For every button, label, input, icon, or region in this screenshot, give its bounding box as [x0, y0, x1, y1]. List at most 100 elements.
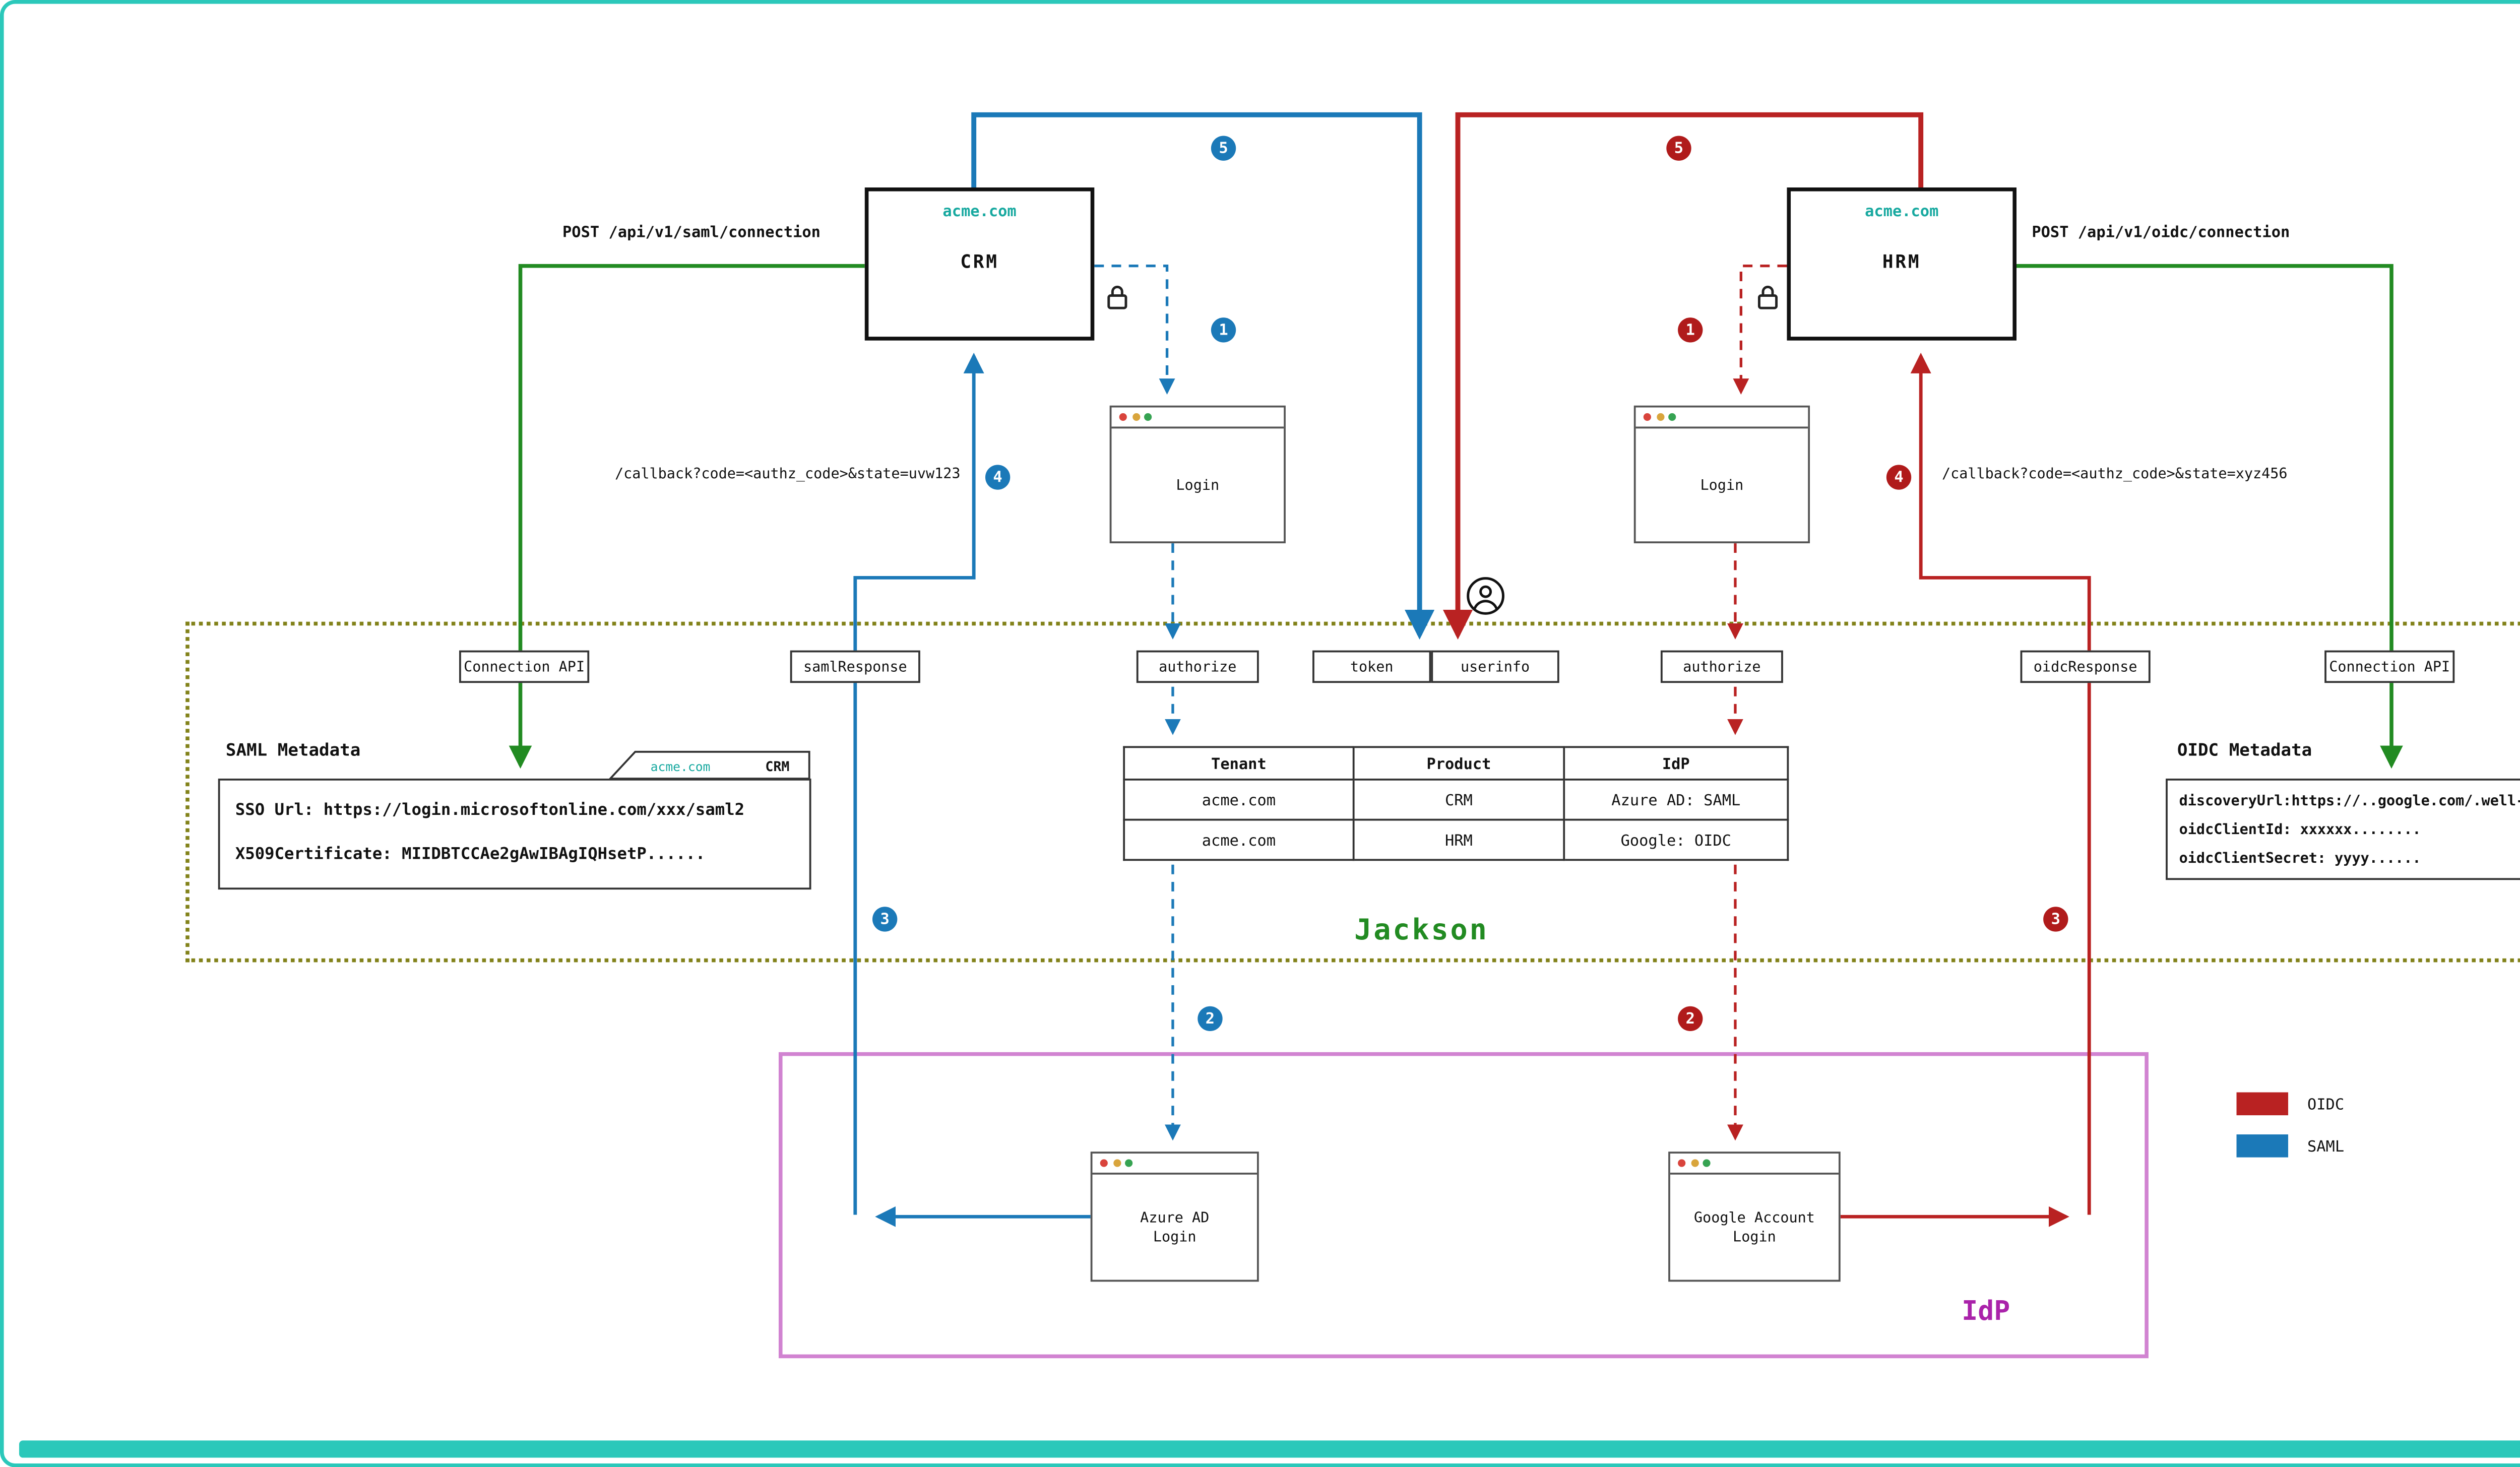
- legend-label: OIDC: [2307, 1095, 2345, 1113]
- saml-step-1-badge: 1: [1211, 317, 1236, 343]
- legend-item-saml: SAML: [2236, 1134, 2345, 1158]
- token-endpoint: token: [1312, 650, 1431, 683]
- maximize-dot-icon: [1125, 1159, 1133, 1167]
- tag-domain: acme.com: [651, 759, 711, 774]
- table-row: acme.com HRM Google: OIDC: [1123, 818, 1789, 861]
- column-header-tenant: Tenant: [1123, 746, 1355, 781]
- login-window-title: Login: [1700, 475, 1744, 493]
- oidc-authorize-dashed: [1727, 264, 1787, 1141]
- oidc-client-id: oidcClientId: xxxxxx........: [2179, 820, 2421, 838]
- google-login-window: Google Account Login: [1668, 1152, 1841, 1282]
- saml-response-endpoint: samlResponse: [790, 650, 920, 683]
- cell-tenant: acme.com: [1123, 778, 1355, 821]
- oidc-step-4-badge: 4: [1886, 465, 1912, 490]
- minimize-dot-icon: [1112, 1159, 1120, 1167]
- userinfo-endpoint: userinfo: [1431, 650, 1559, 683]
- maximize-dot-icon: [1668, 413, 1676, 421]
- saml-x509-cert: X509Certificate: MIIDBTCCAe2gAwIBAgIQHse…: [235, 845, 706, 865]
- lock-icon: [1757, 285, 1778, 309]
- lock-icon: [1107, 285, 1127, 309]
- maximize-dot-icon: [1144, 413, 1152, 421]
- saml-connection-line: [509, 264, 865, 769]
- crm-name: CRM: [960, 252, 999, 274]
- crm-app-box: acme.com CRM: [864, 187, 1095, 341]
- column-header-idp: IdP: [1563, 746, 1789, 781]
- azure-login-title-line1: Azure AD: [1140, 1208, 1210, 1226]
- saml-step-4-badge: 4: [985, 465, 1011, 490]
- saml-metadata-title: SAML Metadata: [225, 742, 361, 761]
- maximize-dot-icon: [1703, 1159, 1711, 1167]
- close-dot-icon: [1100, 1159, 1108, 1167]
- saml-sso-url: SSO Url: https://login.microsoftonline.c…: [235, 801, 745, 821]
- oidc-step-1-badge: 1: [1678, 317, 1703, 343]
- jackson-region-box: [185, 621, 2520, 963]
- jackson-region-label: Jackson: [1354, 912, 1489, 947]
- oidc-client-secret: oidcClientSecret: yyyy......: [2179, 848, 2421, 866]
- legend: OIDC SAML: [2236, 1092, 2345, 1158]
- window-titlebar: [1670, 1153, 1839, 1175]
- oidc-step-3-badge: 3: [2043, 907, 2068, 932]
- minimize-dot-icon: [1690, 1159, 1698, 1167]
- oidc-connection-line: [2016, 264, 2403, 769]
- saml-callback-label: /callback?code=<authz_code>&state=uvw123: [614, 465, 961, 482]
- crm-domain: acme.com: [942, 203, 1017, 220]
- google-login-title-line1: Google Account: [1693, 1208, 1815, 1226]
- hrm-userinfo-line: [1442, 112, 1924, 640]
- saml-post-label: POST /api/v1/saml/connection: [562, 224, 821, 241]
- cell-idp: Azure AD: SAML: [1563, 778, 1789, 821]
- oidc-post-label: POST /api/v1/oidc/connection: [2032, 224, 2290, 241]
- saml-step-5-badge: 5: [1211, 136, 1236, 161]
- user-icon: [1467, 577, 1504, 615]
- hrm-name: HRM: [1882, 252, 1921, 274]
- saml-step-3-badge: 3: [872, 907, 898, 932]
- close-dot-icon: [1678, 1159, 1686, 1167]
- idp-region-label: IdP: [1962, 1297, 2010, 1328]
- oidc-step-5-badge: 5: [1666, 136, 1691, 161]
- cell-product: HRM: [1352, 818, 1565, 861]
- saml-metadata-doc: SSO Url: https://login.microsoftonline.c…: [218, 778, 811, 890]
- oidc-step-2-badge: 2: [1678, 1006, 1703, 1032]
- flow-connectors: [509, 112, 2403, 1227]
- cell-tenant: acme.com: [1123, 818, 1355, 861]
- close-dot-icon: [1119, 413, 1127, 421]
- hrm-domain: acme.com: [1865, 203, 1939, 220]
- oidc-response-return: [1840, 352, 2091, 1227]
- oidc-discovery-url: discoveryUrl:https://..google.com/.well-…: [2179, 792, 2520, 809]
- saml-metadata-tag: acme.com CRM: [608, 750, 810, 780]
- tenant-connections-table: Tenant Product IdP acme.com CRM Azure AD…: [1123, 746, 1789, 861]
- saml-authorize-dashed: [1094, 264, 1181, 1141]
- saml-step-2-badge: 2: [1198, 1006, 1223, 1032]
- idp-region-box: [778, 1052, 2149, 1359]
- table-header-row: Tenant Product IdP: [1123, 746, 1789, 781]
- google-login-title-line2: Login: [1733, 1227, 1776, 1245]
- azure-login-title-line2: Login: [1153, 1227, 1196, 1245]
- authorize-endpoint-right: authorize: [1660, 650, 1783, 683]
- azure-ad-login-window: Azure AD Login: [1090, 1152, 1259, 1282]
- window-titlebar: [1635, 407, 1808, 429]
- oidc-callback-label: /callback?code=<authz_code>&state=xyz456: [1941, 465, 2288, 482]
- minimize-dot-icon: [1131, 413, 1140, 421]
- table-row: acme.com CRM Azure AD: SAML: [1123, 778, 1789, 821]
- connection-api-endpoint-left: Connection API: [459, 650, 590, 683]
- minimize-dot-icon: [1656, 413, 1664, 421]
- window-titlebar: [1111, 407, 1284, 429]
- column-header-product: Product: [1352, 746, 1565, 781]
- oidc-metadata-title: OIDC Metadata: [2177, 742, 2312, 761]
- login-window-title: Login: [1176, 475, 1220, 493]
- close-dot-icon: [1643, 413, 1651, 421]
- footer-bar: [19, 1440, 2520, 1458]
- oidc-color-swatch: [2236, 1092, 2289, 1116]
- hrm-app-box: acme.com HRM: [1787, 187, 2017, 341]
- oidc-metadata-doc: discoveryUrl:https://..google.com/.well-…: [2166, 778, 2520, 880]
- hrm-login-window: Login: [1633, 405, 1810, 544]
- connection-api-endpoint-right: Connection API: [2324, 650, 2455, 683]
- cell-idp: Google: OIDC: [1563, 818, 1789, 861]
- saml-response-return: [853, 352, 1091, 1227]
- crm-login-window: Login: [1109, 405, 1286, 544]
- authorize-endpoint-left: authorize: [1136, 650, 1259, 683]
- saml-color-swatch: [2236, 1134, 2289, 1158]
- legend-label: SAML: [2307, 1137, 2345, 1155]
- window-titlebar: [1092, 1153, 1257, 1175]
